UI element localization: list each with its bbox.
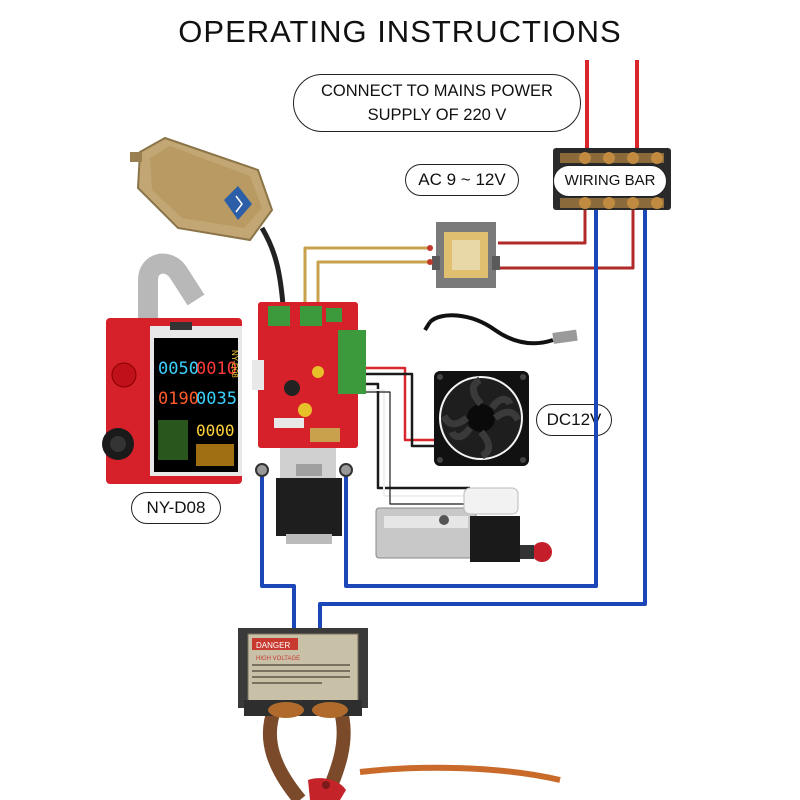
lcd-row: 0010 [196,359,237,379]
temperature-probe-icon [423,313,578,346]
thyristor-module-icon [255,448,353,544]
wiring-bar-label: WIRING BAR [553,165,667,197]
welding-transformer-icon: DANGER HIGH VOLTAGE [238,628,368,718]
lcd-row: 0035 [196,389,237,409]
transformer-warning: DANGER [256,641,290,650]
transformer-warning-sub: HIGH VOLTAGE [256,656,300,662]
ac-range-label: AC 9 ~ 12V [405,164,519,196]
mains-label-line-1: CONNECT TO MAINS POWER [321,82,553,100]
solenoid-valve-icon [375,487,552,562]
page-title: OPERATING INSTRUCTIONS [178,14,622,49]
wires [138,60,647,800]
dc-voltage-label: DC12V [536,404,612,436]
lcd-row: 0050 [158,359,199,379]
mini-transformer-icon [427,222,500,288]
lcd-row: 0190 [158,389,199,409]
welding-electrode-icon [308,778,346,800]
mains-power-label: CONNECT TO MAINS POWER SUPPLY OF 220 V [293,74,581,132]
foot-pedal-icon [130,136,274,242]
lcd-row: 0000 [196,421,235,440]
lcd-panel-title: NY-D08 [230,350,239,378]
mains-label-line-2: SUPPLY OF 220 V [367,106,507,124]
control-board [252,302,366,448]
lcd-screen: 0050 0010 0190 0035 0000 NY-D08 [158,350,239,466]
cooling-fan-icon [434,371,529,466]
controller-model-label: NY-D08 [131,492,221,524]
